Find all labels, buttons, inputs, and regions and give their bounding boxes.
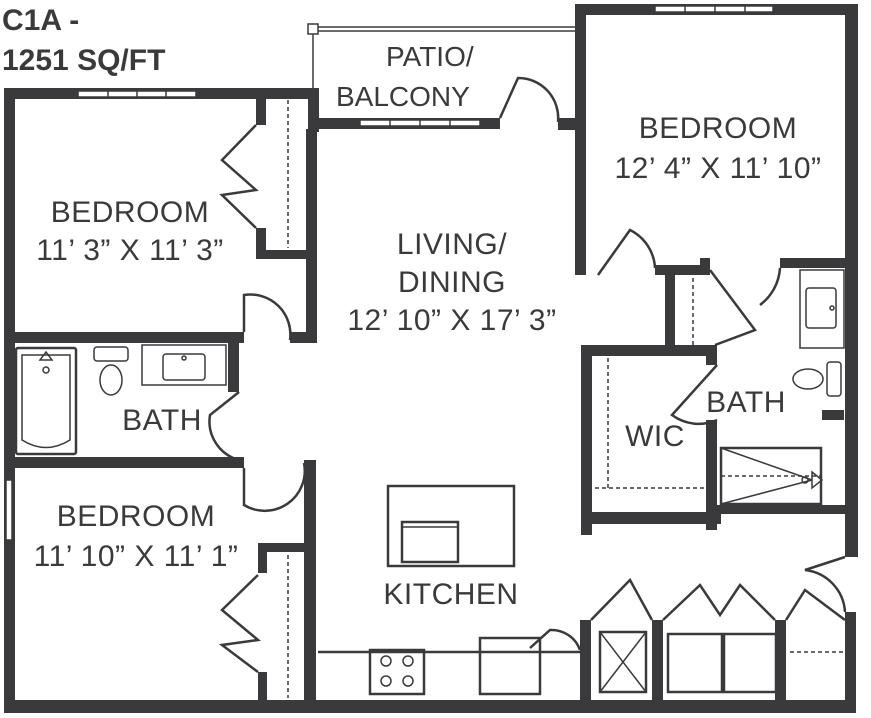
bath-w-label: BATH (122, 404, 202, 437)
interior-walls (4, 88, 858, 712)
wic-label: WIC (625, 420, 685, 453)
patio-rail (307, 23, 576, 90)
kitchen-label: KITCHEN (383, 578, 518, 611)
bedroom-ne-name: BEDROOM (639, 112, 798, 145)
bath-e-label: BATH (706, 386, 786, 419)
plan-title-line1: C1A - (2, 4, 79, 37)
windows (5, 5, 774, 541)
living-label-line1: LIVING/ (397, 228, 507, 261)
plan-title-line2: 1251 SQ/FT (2, 44, 165, 77)
closet-rods (287, 100, 706, 698)
living-label-line2: DINING (398, 266, 506, 299)
bedroom-nw-size: 11’ 3” X 11’ 3” (36, 234, 224, 267)
patio-label-line1: PATIO/ (386, 41, 474, 72)
living-size: 12’ 10” X 17’ 3” (347, 304, 556, 337)
fixtures (14, 269, 845, 696)
room-labels: PATIO/ BALCONY BEDROOM 12’ 4” X 11’ 10” … (34, 41, 822, 611)
patio-label-line2: BALCONY (336, 81, 470, 112)
doors (208, 76, 847, 673)
title-block: C1A - 1251 SQ/FT (2, 4, 165, 77)
bedroom-nw-name: BEDROOM (51, 196, 210, 229)
bedroom-sw-size: 11’ 10” X 11’ 1” (34, 540, 239, 573)
bedroom-sw-name: BEDROOM (57, 500, 216, 533)
bedroom-ne-size: 12’ 4” X 11’ 10” (615, 152, 822, 185)
